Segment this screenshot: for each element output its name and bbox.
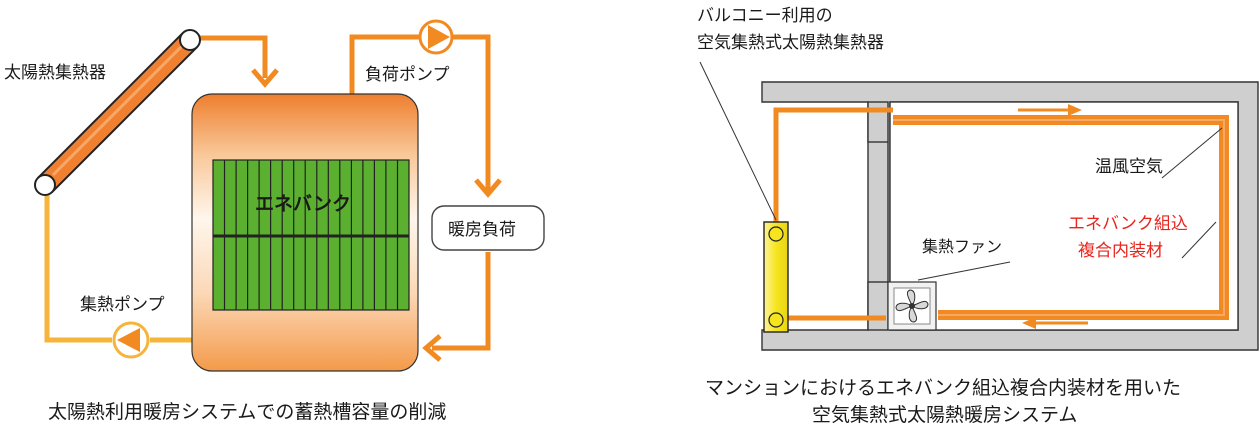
air-collector <box>763 221 789 333</box>
collector-to-tank-pipe <box>190 35 268 78</box>
fan-leader <box>917 261 1011 281</box>
arrow-down-tank <box>251 68 279 88</box>
collector-leader <box>699 61 777 221</box>
solar-collector <box>34 29 201 196</box>
arrow-down-load <box>474 178 502 198</box>
arrow-left-tank <box>422 334 442 362</box>
enebank-panel-loop <box>893 115 1229 320</box>
pump-to-load-pipe <box>452 34 491 190</box>
panel-label-line1: エネバンク組込 <box>1068 214 1188 234</box>
enebank-modules <box>212 159 410 311</box>
collector-pump <box>112 321 150 359</box>
tank-label: エネバンク <box>255 193 351 215</box>
hot-pipes <box>190 34 491 351</box>
balcony-wall-bottom <box>867 281 889 331</box>
pump-to-collector-pipe <box>44 185 112 343</box>
flow-arrow-bottom <box>1022 317 1088 329</box>
tank-to-pump-pipe <box>349 34 420 96</box>
leader-lines <box>699 61 1223 281</box>
fan-label: 集熱ファン <box>922 237 1002 256</box>
panel-label-line2: 複合内装材 <box>1078 241 1163 261</box>
left-caption: 太陽熱利用暖房システムでの蓄熱槽容量の削減 <box>48 401 446 423</box>
collector-fan <box>887 281 937 331</box>
air-collector-label-line2: 空気集熱式太陽熱集熱器 <box>697 33 884 53</box>
cold-pipes <box>44 185 192 343</box>
warm-air-leader <box>1161 127 1223 179</box>
panel-leader <box>1181 221 1217 259</box>
load-pump <box>418 19 454 55</box>
heating-load-label: 暖房負荷 <box>448 220 516 240</box>
flow-arrow-top <box>1018 104 1082 116</box>
storage-tank <box>191 93 419 372</box>
air-duct <box>773 107 893 321</box>
air-collector-label-line1: バルコニー利用の <box>697 6 833 26</box>
heating-load-box <box>431 205 545 251</box>
right-diagram: バルコニー利用の 空気集熱式太陽熱集熱器 温風空気 エネバンク組込 複合内装材 … <box>697 6 1259 426</box>
warm-air-label: 温風空気 <box>1095 157 1163 177</box>
load-pump-label: 負荷ポンプ <box>365 65 450 85</box>
right-caption-line1: マンションにおけるエネバンク組込複合内装材を用いた <box>705 377 1181 399</box>
load-to-tank-pipe <box>432 252 491 351</box>
collector-pump-label: 集熱ポンプ <box>80 295 165 315</box>
right-caption-line2: 空気集熱式太陽熱暖房システム <box>812 404 1077 426</box>
collector-label: 太陽熱集熱器 <box>4 63 106 83</box>
left-diagram: 太陽熱集熱器 負荷ポンプ エネバンク 暖房負荷 集熱ポンプ 太陽熱利用暖房システ… <box>4 19 545 423</box>
room-interior <box>889 101 1239 331</box>
